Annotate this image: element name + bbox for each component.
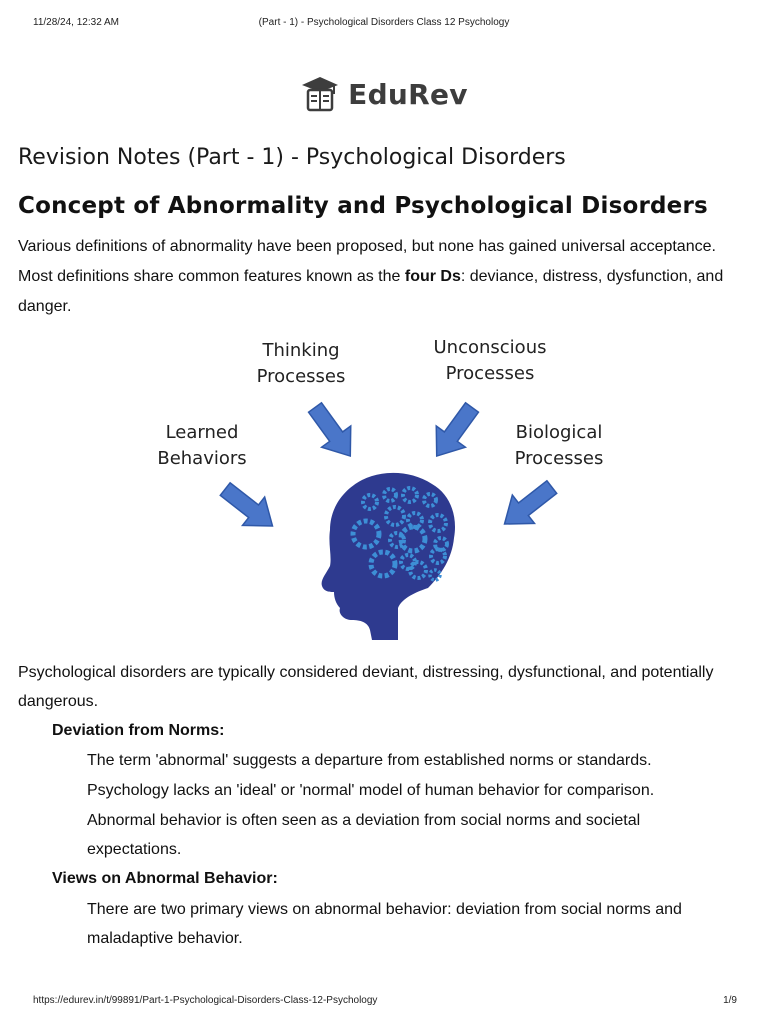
section-heading: Concept of Abnormality and Psychological… [18,193,708,219]
print-page-number: 1/9 [723,995,737,1006]
disorders-paragraph: Psychological disorders are typically co… [18,664,714,710]
logo-text: EduRev [348,77,468,111]
list-item: There are two primary views on abnormal … [87,901,682,947]
print-datetime: 11/28/24, 12:32 AM [33,17,119,28]
arrow-unconscious [421,396,488,468]
list-item: Psychology lacks an 'ideal' or 'normal' … [87,782,655,799]
print-url: https://edurev.in/t/99891/Part-1-Psychol… [33,995,378,1006]
list-item: Abnormal behavior is often seen as a dev… [87,812,641,858]
arrow-thinking [299,396,366,468]
gears-icon [350,486,449,582]
list-item: The term 'abnormal' suggests a departure… [87,752,652,769]
deviation-heading: Deviation from Norms: [52,722,225,739]
page-subtitle: Revision Notes (Part - 1) - Psychologica… [18,145,566,170]
graduation-cap-book-icon [302,77,339,112]
figure-graphics [213,396,564,640]
arrow-learned [213,474,285,541]
views-heading: Views on Abnormal Behavior: [52,870,278,887]
four-ds-term: four Ds [404,268,461,285]
arrow-biological [492,472,564,539]
head-silhouette [321,472,456,640]
print-page-title: (Part - 1) - Psychological Disorders Cla… [258,17,510,28]
edurev-logo[interactable]: EduRev [0,74,768,114]
intro-paragraph: Various definitions of abnormality have … [18,238,724,315]
